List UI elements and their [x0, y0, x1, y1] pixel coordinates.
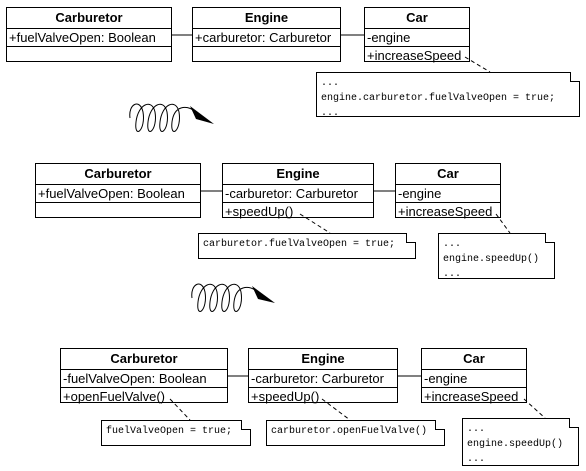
note-line: engine.speedUp() [443, 254, 540, 265]
class-attribute: -carburetor: Carburetor [223, 185, 373, 203]
note-connector [169, 398, 191, 421]
step3-carburetor-note: fuelValveOpen = true; [101, 420, 251, 446]
step1-car-class: Car -engine +increaseSpeed [364, 7, 470, 63]
class-title: Carburetor [7, 8, 171, 29]
class-title: Carburetor [36, 164, 200, 185]
class-method: +increaseSpeed [398, 204, 493, 219]
class-title: Carburetor [61, 349, 227, 370]
class-method: +openFuelValve() [63, 389, 166, 404]
class-attribute: -carburetor: Carburetor [249, 370, 397, 388]
note-connector [299, 213, 331, 234]
note-line: ... [467, 454, 486, 465]
step3-engine-class: Engine -carburetor: Carburetor +speedUp(… [248, 348, 398, 404]
class-method: +speedUp() [251, 389, 320, 404]
class-attribute: +carburetor: Carburetor [193, 29, 340, 47]
note-line: fuelValveOpen = true; [106, 426, 233, 437]
spiral-arrow-icon [129, 103, 197, 132]
arrowhead-icon [190, 106, 214, 124]
class-method: +increaseSpeed [367, 48, 462, 63]
class-title: Engine [249, 349, 397, 370]
spiral-arrow-icon [191, 283, 259, 312]
step2-car-class: Car -engine +increaseSpeed [395, 163, 501, 219]
class-attribute: -engine [365, 29, 469, 47]
class-attribute: +fuelValveOpen: Boolean [36, 185, 200, 203]
step1-engine-class: Engine +carburetor: Carburetor [192, 7, 341, 62]
step3-engine-note: carburetor.openFuelValve() [266, 420, 445, 446]
step3-carburetor-class: Carburetor -fuelValveOpen: Boolean +open… [60, 348, 228, 404]
step2-engine-class: Engine -carburetor: Carburetor +speedUp(… [222, 163, 374, 219]
note-line: ... [321, 78, 340, 89]
class-method: +increaseSpeed [424, 389, 519, 404]
class-attribute: -engine [396, 185, 500, 203]
note-connector [321, 398, 351, 421]
class-title: Car [422, 349, 526, 370]
class-attribute: -fuelValveOpen: Boolean [61, 370, 227, 388]
note-connector [523, 398, 546, 419]
note-line: engine.speedUp() [467, 439, 564, 450]
class-method: +speedUp() [225, 204, 294, 219]
note-line: engine.carburetor.fuelValveOpen = true; [321, 93, 556, 104]
note-line: ... [467, 424, 486, 435]
step1-car-note: ... engine.carburetor.fuelValveOpen = tr… [316, 72, 580, 119]
arrowhead-icon [252, 286, 275, 303]
note-line: ... [443, 269, 462, 280]
note-line: ... [321, 108, 340, 119]
class-attribute: -engine [422, 370, 526, 388]
note-connector [464, 56, 491, 73]
step2-engine-note: carburetor.fuelValveOpen = true; [198, 233, 416, 259]
class-title: Engine [223, 164, 373, 185]
class-title: Engine [193, 8, 340, 29]
step2-carburetor-class: Carburetor +fuelValveOpen: Boolean [35, 163, 201, 218]
class-title: Car [396, 164, 500, 185]
class-title: Car [365, 8, 469, 29]
step3-car-class: Car -engine +increaseSpeed [421, 348, 527, 404]
note-line: ... [443, 239, 462, 250]
step1-carburetor-class: Carburetor +fuelValveOpen: Boolean [6, 7, 172, 62]
class-attribute: +fuelValveOpen: Boolean [7, 29, 171, 47]
note-line: carburetor.fuelValveOpen = true; [203, 239, 396, 250]
step3-car-note: ... engine.speedUp() ... [462, 418, 579, 466]
step2-car-note: ... engine.speedUp() ... [438, 233, 555, 280]
note-line: carburetor.openFuelValve() [271, 426, 428, 437]
note-connector [495, 213, 511, 234]
